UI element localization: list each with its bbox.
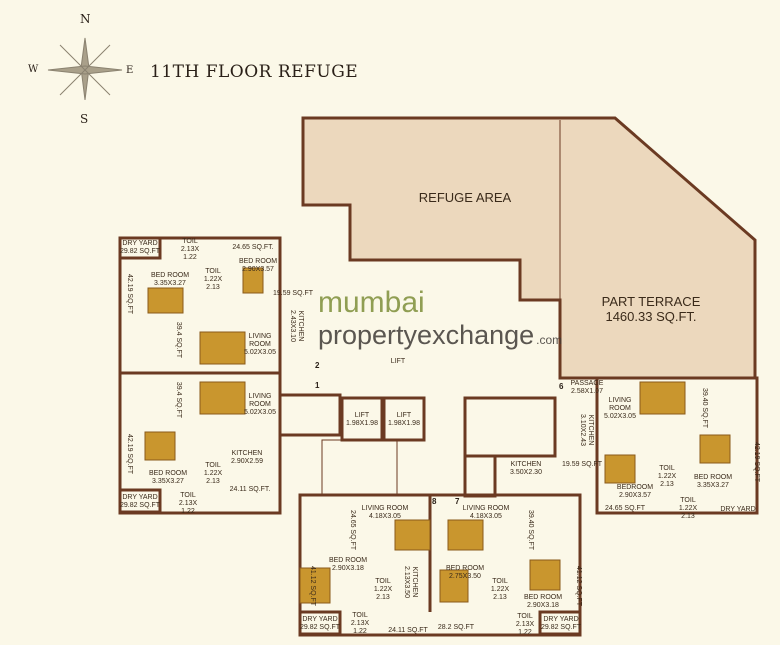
room-label: 42.19 SQ.FT: [126, 273, 133, 315]
room-label: 39.4 SQ.FT: [175, 381, 182, 419]
room-label: TOIL 1.22X 2.13: [657, 465, 677, 488]
room-label: LIVING ROOM 4.18X3.05: [361, 505, 409, 520]
room-label: TOIL 1.22X 2.13: [373, 578, 393, 601]
room-label: TOIL 2.13X 1.22: [350, 612, 370, 635]
room-label: TOIL 2.13X 1.22: [180, 238, 200, 261]
room-label: 24.65 SQ.FT: [604, 505, 646, 512]
page-title: 11TH FLOOR REFUGE: [150, 62, 359, 82]
compass-east: E: [126, 65, 134, 76]
room-label: 41.12 SQ.FT: [309, 565, 316, 607]
watermark-suffix: .com: [536, 333, 563, 347]
room-label: 19.59 SQ.FT: [272, 290, 314, 297]
room-label: BED ROOM 3.35X3.27: [693, 474, 733, 489]
watermark-row: propertyexchange .com: [318, 322, 562, 349]
room-label: TOIL 2.13X 1.22: [178, 492, 198, 515]
room-label: BED ROOM 3.35X3.27: [148, 470, 188, 485]
room-label: KITCHEN 3.50X2.30: [510, 461, 542, 476]
flat-number: 8: [432, 497, 437, 506]
flat-number: 7: [455, 497, 460, 506]
room-label: DRY YARD 29.82 SQ.FT: [540, 616, 582, 631]
room-label: BED ROOM 2.75X3.50: [445, 565, 485, 580]
room-label: 24.65 SQ.FT: [349, 509, 356, 551]
room-label: TOIL 1.22X 2.13: [490, 578, 510, 601]
part-terrace-label: PART TERRACE 1460.33 SQ.FT.: [601, 294, 701, 324]
room-label: 24.65 SQ.FT.: [232, 244, 274, 251]
room-label: DRY YARD 29.82 SQ.FT: [119, 494, 161, 509]
lift-label: LIFT: [390, 358, 406, 365]
furniture: [144, 267, 731, 604]
room-label: KITCHEN 2.43X3.10: [289, 310, 304, 342]
room-label: 41.12 SQ.FT: [575, 565, 582, 607]
room-label: BED ROOM 2.90X3.18: [523, 594, 563, 609]
flat-number: 1: [315, 381, 320, 390]
room-label: DRY YARD 29.82 SQ.FT: [119, 240, 161, 255]
room-label: 39.40 SQ.FT: [527, 509, 534, 551]
flat-number: 2: [315, 361, 320, 370]
room-label: 24.11 SQ.FT: [388, 627, 428, 634]
terrace-region: [301, 116, 757, 380]
room-label: LIVING ROOM 5.02X3.05: [604, 397, 636, 420]
room-label: 39.40 SQ.FT: [701, 387, 708, 429]
room-label: KITCHEN 3.10X2.43: [579, 414, 594, 446]
room-label: BED ROOM 2.90X3.18: [328, 557, 368, 572]
lift-label: LIFT 1.98X1.98: [388, 412, 420, 427]
room-label: KITCHEN 2.90X2.59: [231, 450, 263, 465]
room-label: LIVING ROOM 5.02X3.05: [244, 333, 276, 356]
room-label: 42.19 SQ.FT: [126, 433, 133, 475]
compass-rose-icon: [47, 37, 123, 101]
room-label: 24.11 SQ.FT.: [229, 486, 271, 493]
room-label: TOIL 2.13X 1.22: [515, 613, 535, 636]
flat-number: 6: [559, 382, 564, 391]
room-label: BED ROOM 3.35X3.27: [150, 272, 190, 287]
room-label: 19.59 SQ.FT: [561, 461, 603, 468]
room-label: TOIL 1.22X 2.13: [203, 462, 223, 485]
room-label: LIVING ROOM 4.18X3.05: [462, 505, 510, 520]
room-label: BED ROOM 2.90X3.57: [238, 258, 278, 273]
room-label: PASSAGE 2.58X1.07: [570, 380, 604, 395]
room-label: 39.4 SQ.FT: [175, 321, 182, 359]
room-label: DRY YARD: [720, 506, 756, 513]
room-label: KITCHEN 2.13X3.50: [403, 566, 418, 598]
room-label: 42.19 SQ.FT: [753, 441, 760, 483]
room-label: DRY YARD 29.82 SQ.FT: [299, 616, 341, 631]
compass-west: W: [28, 64, 39, 75]
compass-north: N: [80, 12, 91, 26]
watermark-line2: propertyexchange: [318, 320, 535, 350]
room-label: 28.2 SQ.FT: [437, 624, 475, 631]
room-label: TOIL 1.22X 2.13: [203, 268, 223, 291]
room-label: BEDROOM 2.90X3.57: [616, 484, 654, 499]
walls: [118, 236, 759, 637]
room-label: TOIL 1.22X 2.13: [678, 497, 698, 520]
refuge-area-label: REFUGE AREA: [418, 190, 512, 205]
lift-label: LIFT 1.98X1.98: [346, 412, 378, 427]
watermark-line1: mumbai: [318, 286, 425, 319]
compass-south: S: [80, 112, 89, 126]
room-label: LIVING ROOM 5.02X3.05: [244, 393, 276, 416]
